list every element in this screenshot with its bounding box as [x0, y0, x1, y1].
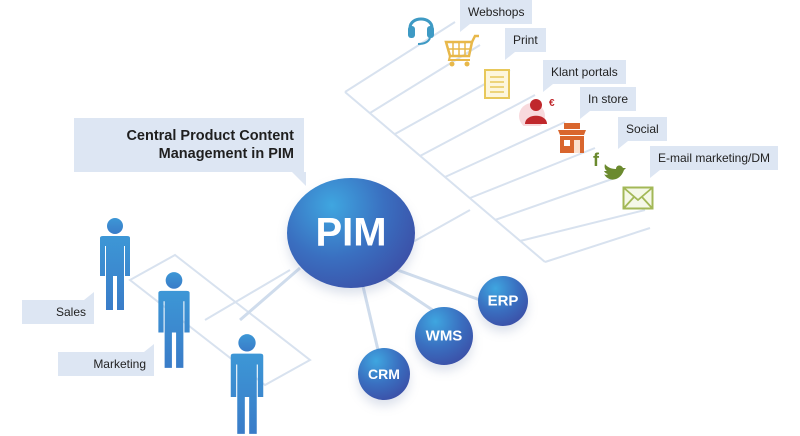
system-erp: ERP: [478, 276, 528, 326]
system-erp-label: ERP: [487, 292, 519, 310]
role-label-text: Marketing: [93, 357, 146, 371]
facebook-twitter-icon: f: [593, 150, 626, 180]
title-line-2: Management in PIM: [158, 146, 294, 162]
system-crm-label: CRM: [368, 366, 400, 382]
headset-icon: [408, 17, 434, 45]
person-icon-marketing: [158, 272, 190, 368]
pim-diagram: Central Product Content Management in PI…: [22, 0, 779, 434]
shopping-cart-icon: [444, 34, 479, 67]
title-line-1: Central Product Content: [126, 128, 294, 144]
svg-text:f: f: [593, 150, 600, 170]
store-icon: [558, 123, 586, 153]
customer-euro-icon: €: [519, 98, 555, 126]
person-icon-third: [230, 334, 264, 434]
channel-label-klant-portals: Klant portals: [543, 60, 626, 92]
system-wms-label: WMS: [425, 327, 463, 345]
channel-label-text: Webshops: [468, 5, 525, 19]
channel-label-text: E-mail marketing/DM: [658, 151, 771, 165]
channel-label-text: Print: [513, 33, 538, 47]
envelope-icon: [622, 186, 654, 210]
title-callout: Central Product Content Management in PI…: [74, 118, 306, 186]
channel-label-text: Klant portals: [551, 65, 618, 79]
channel-label-social: Social: [618, 117, 667, 149]
role-label-text: Sales: [55, 305, 86, 319]
channel-label-in-store: In store: [580, 87, 637, 119]
channel-label-text: In store: [588, 92, 629, 106]
system-crm: CRM: [358, 348, 410, 400]
person-icon-sales: [100, 218, 130, 310]
pim-label: PIM: [315, 210, 387, 255]
channel-label-email: E-mail marketing/DM: [650, 146, 779, 178]
document-icon: [484, 69, 510, 99]
channel-label-webshops: Webshops: [460, 0, 533, 32]
svg-text:€: €: [549, 98, 555, 109]
channel-label-text: Social: [626, 122, 659, 136]
channel-label-print: Print: [505, 28, 546, 60]
system-wms: WMS: [415, 307, 473, 365]
pim-hub: PIM: [287, 178, 415, 288]
role-label-sales: Sales: [22, 292, 94, 324]
role-label-marketing: Marketing: [58, 344, 154, 376]
